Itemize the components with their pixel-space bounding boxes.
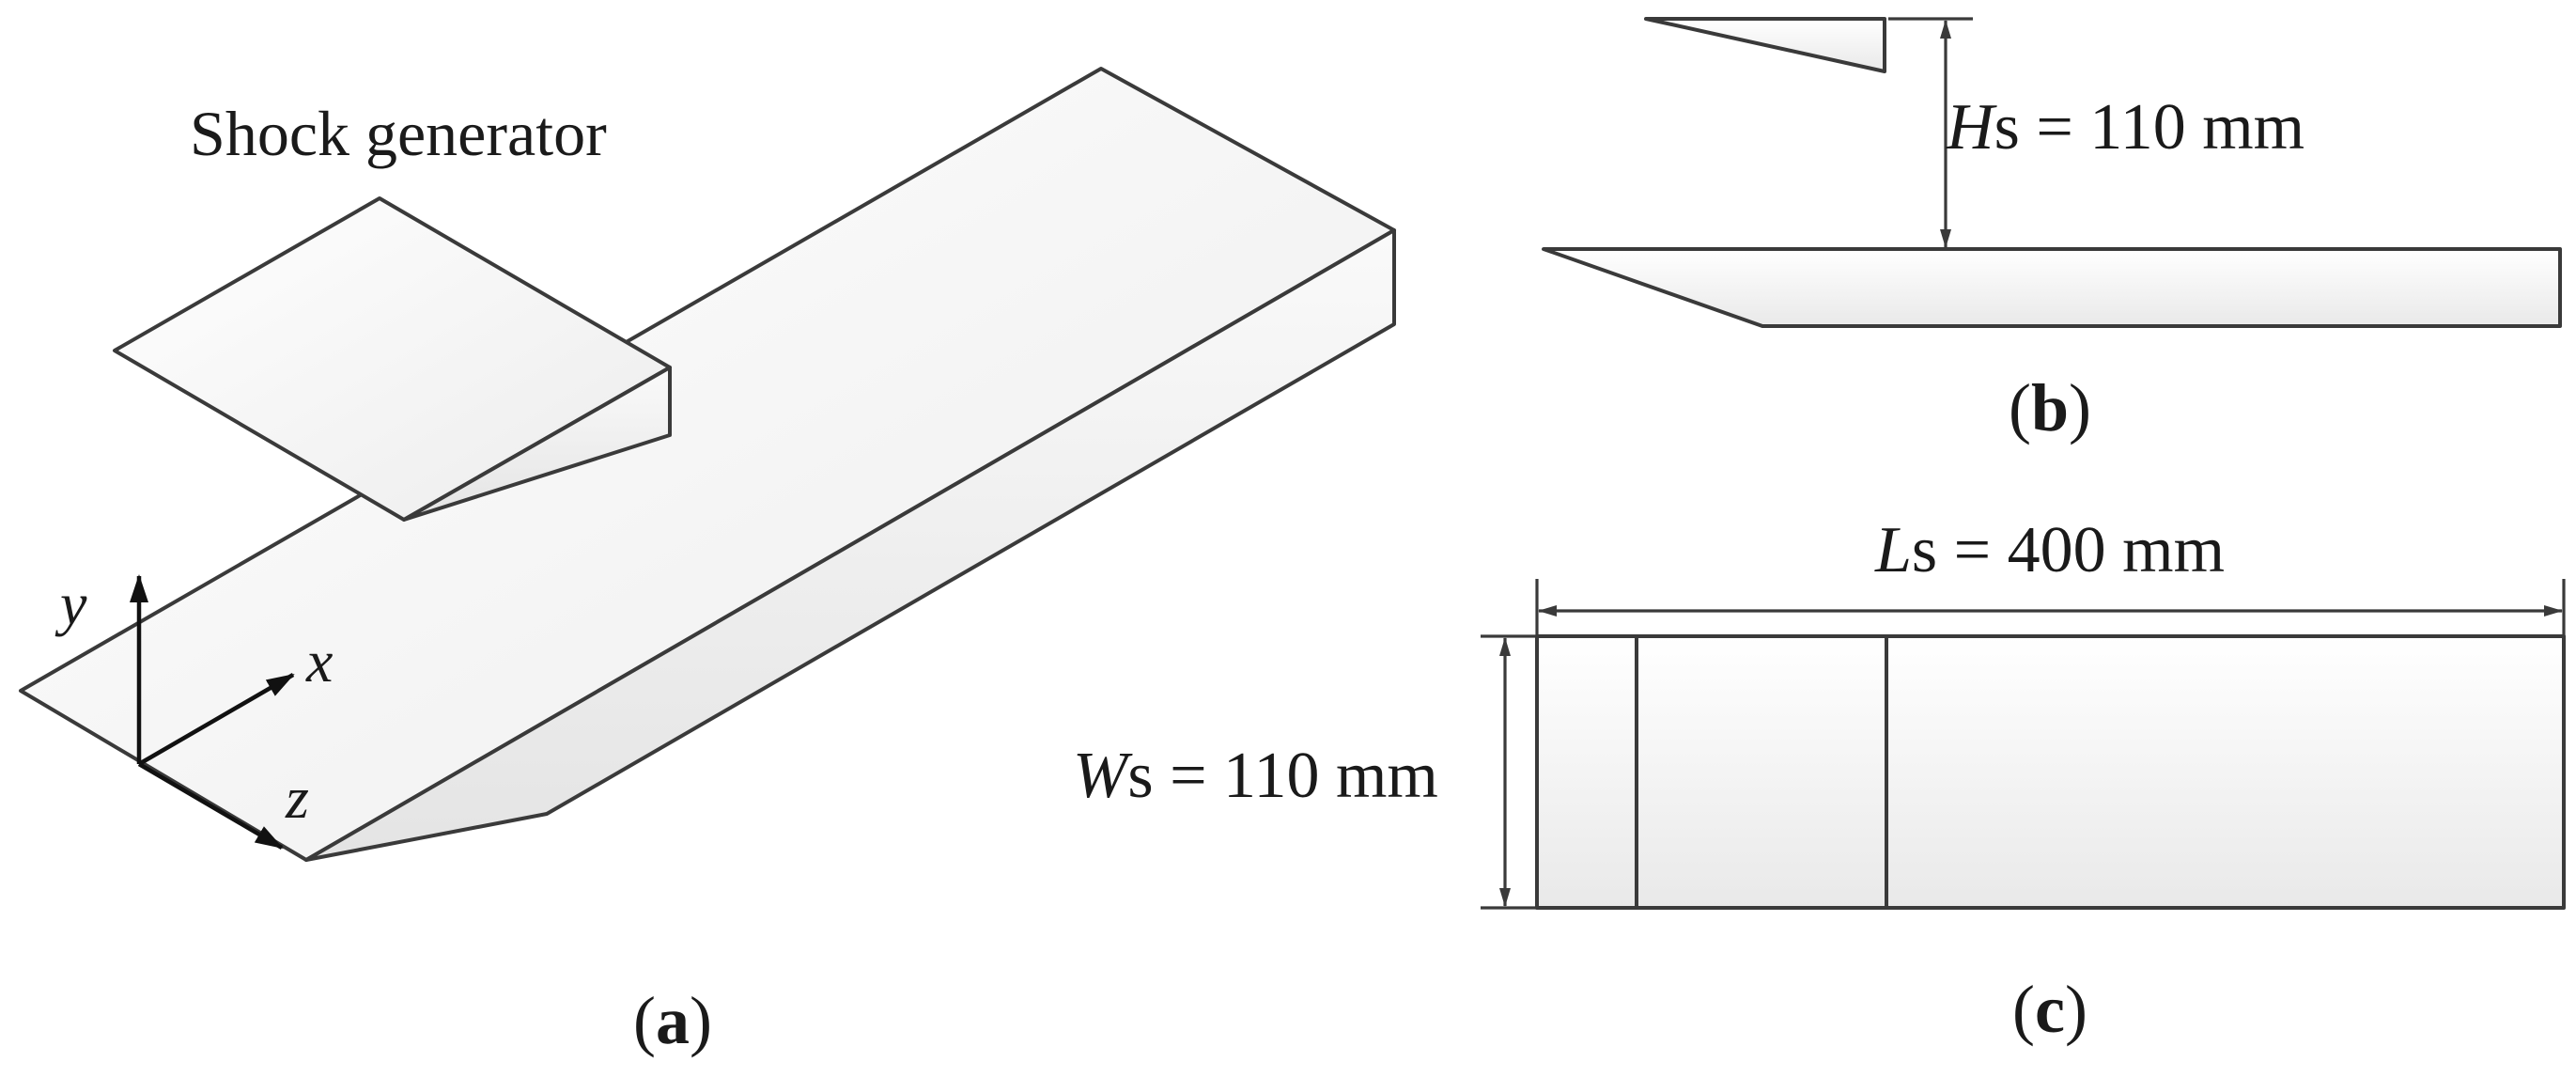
panel-c-caption: (c) xyxy=(2012,972,2087,1047)
side-view-shock-generator xyxy=(1644,17,1886,73)
shock-generator-label: Shock generator xyxy=(190,98,607,169)
shock-generator-end-face xyxy=(402,366,672,522)
axis-z-label: z xyxy=(285,764,309,831)
length-dimension-label: Ls = 400 mm xyxy=(1874,514,2225,586)
panel-b-caption: (b) xyxy=(2009,370,2091,445)
panel-b-side-view: Hs = 110 mm (b) xyxy=(1542,17,2562,445)
panel-a-caption: (a) xyxy=(633,983,712,1058)
height-dimension-label: Hs = 110 mm xyxy=(1946,91,2304,164)
axis-y-label: y xyxy=(54,570,87,637)
axis-z-arrow xyxy=(137,762,284,850)
axis-x-arrow xyxy=(137,673,295,766)
panel-c-top-view: Ls = 400 mm Ws = 110 mm (c) xyxy=(1073,514,2566,1047)
side-view-plate xyxy=(1542,247,2562,328)
top-view-plate xyxy=(1535,634,2566,910)
plate-side-face xyxy=(304,228,1396,862)
width-dimension-label: Ws = 110 mm xyxy=(1073,740,1438,812)
panel-a-isometric-view: y x z Shock generator (a) xyxy=(19,67,1396,1058)
axis-x-label: x xyxy=(305,628,333,695)
coordinate-axes: y x z xyxy=(54,570,333,850)
